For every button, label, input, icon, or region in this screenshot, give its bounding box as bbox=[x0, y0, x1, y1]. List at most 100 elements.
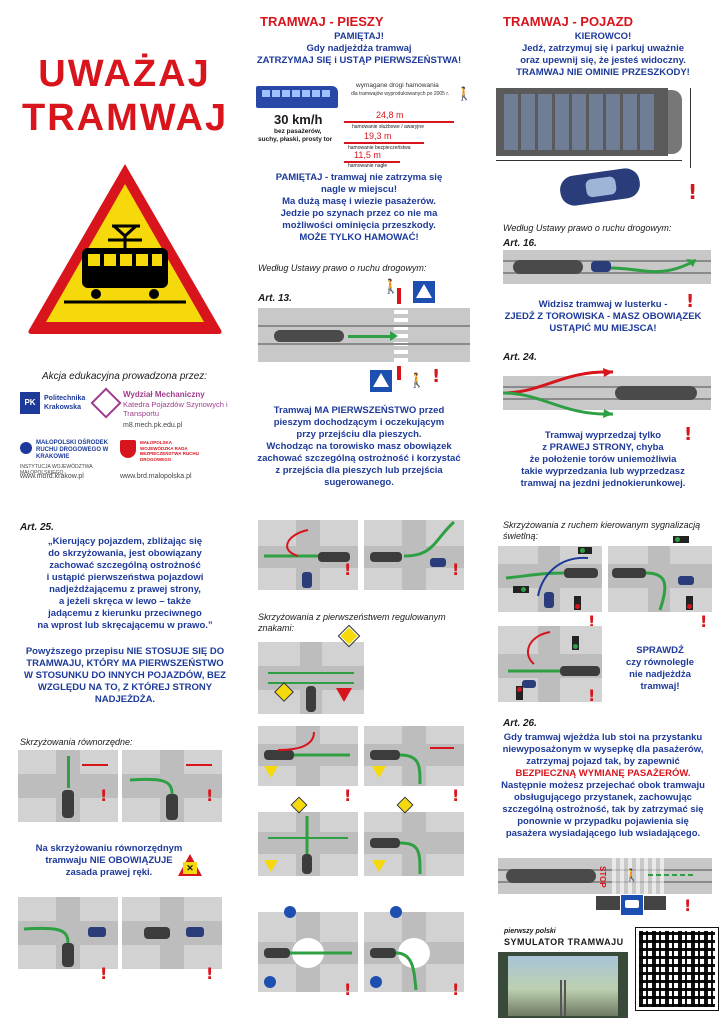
wm-line-1: Wydział Mechaniczny bbox=[123, 390, 205, 399]
art13-line: sugerowanego. bbox=[324, 477, 394, 488]
intersection-tile bbox=[122, 897, 222, 969]
art13-line: Wchodząc na torowisko masz obowiązek bbox=[266, 441, 452, 452]
traffic-light-icon bbox=[516, 686, 523, 700]
green-arrow-icon bbox=[348, 335, 390, 338]
brake-note-2: dla tramwajów wyprodukowanych po 2005 r. bbox=[351, 91, 450, 97]
pk-logo-icon: PK bbox=[20, 392, 40, 414]
yield-sign-icon bbox=[372, 860, 386, 872]
remember-line: MOŻE TYLKO HAMOWAĆ! bbox=[299, 232, 419, 243]
vehicle-intro-line: Jedź, zatrzymuj się i parkuj uważnie bbox=[521, 43, 685, 54]
warning-exclaim-icon: ! bbox=[700, 612, 708, 631]
yield-sign-icon bbox=[372, 766, 386, 778]
distance-2-label: hamowanie bezpieczeństwa bbox=[348, 145, 411, 151]
art25-quote-line: jadącemu z kierunku przeciwnego bbox=[48, 608, 202, 619]
simulator-line-1: pierwszy polski bbox=[504, 928, 556, 935]
check-note: SPRAWDŹ czy równolegle nie nadjeżdża tra… bbox=[608, 645, 712, 693]
warning-exclaim-icon: ! bbox=[100, 964, 108, 983]
art24-line: Tramwaj wyprzedzaj tylko bbox=[544, 430, 662, 441]
art26-label: Art. 26. bbox=[503, 718, 537, 729]
art16-diagram bbox=[503, 250, 711, 286]
art13-line: Tramwaj MA PIERWSZEŃSTWO przed bbox=[273, 405, 445, 416]
distance-1: 24,8 m bbox=[376, 110, 404, 120]
vehicle-intro-line: KIEROWCO! bbox=[574, 31, 632, 42]
signal-intersection-tile bbox=[498, 626, 602, 702]
art25-label: Art. 25. bbox=[20, 522, 54, 533]
art16-text: Widzisz tramwaj w lusterku - ZJEDŹ Z TOR… bbox=[492, 299, 714, 335]
traffic-light-icon bbox=[572, 636, 579, 650]
wm-line-2: Katedra Pojazdów Szynowych i Transportu bbox=[123, 400, 228, 418]
tram-side-view bbox=[256, 86, 338, 108]
wm-url: m8.mech.pk.edu.pl bbox=[123, 422, 183, 429]
overtake-arrows-icon bbox=[503, 368, 614, 418]
signs-intersections-label: Skrzyżowania z pierwszeństwem regulowany… bbox=[258, 612, 446, 634]
art26-line: niewyposażonym w wysepkę dla pasażerów, bbox=[502, 744, 704, 755]
wrd-name: MAŁOPOLSKA WOJEWÓDZKA RADA BEZPIECZEŃSTW… bbox=[140, 440, 199, 462]
speed-value: 30 km/h bbox=[274, 112, 323, 127]
car-icon bbox=[558, 166, 642, 208]
art26-text: Gdy tramwaj wjeżdża lub stoi na przystan… bbox=[492, 732, 714, 840]
equal-note: Na skrzyżowaniu równorzędnym tramwaju NI… bbox=[14, 843, 204, 879]
art13-line: przy przejściu dla pieszych. bbox=[296, 429, 422, 440]
equal-note-line: zasada prawej ręki. bbox=[65, 867, 153, 878]
warning-exclaim-icon: ! bbox=[452, 786, 460, 805]
warning-exclaim-icon: ! bbox=[344, 786, 352, 805]
art16-line: ZJEDŹ Z TOROWISKA - MASZ OBOWIĄZEK bbox=[504, 311, 702, 322]
signal-intersection-tile bbox=[498, 546, 602, 612]
warning-exclaim-icon: ! bbox=[688, 180, 698, 204]
tram-stop-sign-icon bbox=[620, 894, 644, 916]
warning-exclaim-icon: ! bbox=[344, 980, 352, 999]
pedestrian-icon: 🚶 bbox=[382, 278, 400, 294]
warning-triangle-icon bbox=[28, 164, 222, 334]
remember-line: Ma dużą masę i wiezie pasażerów. bbox=[282, 196, 436, 207]
roundabout-sign-icon bbox=[390, 906, 402, 918]
warning-exclaim-icon: ! bbox=[206, 786, 214, 805]
swerve-arrow-icon bbox=[611, 258, 697, 273]
pk-name: Politechnika Krakowska bbox=[44, 395, 86, 411]
braking-diagram: wymagane drogi hamowania dla tramwajów w… bbox=[256, 80, 472, 170]
art25-quote-line: „Kierujący pojazdem, zbliżając się bbox=[47, 536, 203, 547]
wrd-url: www.brd.malopolska.pl bbox=[120, 473, 192, 480]
art24-line: tramwaj na jezdni jednokierunkowej. bbox=[520, 478, 686, 489]
mord-sub: INSTYTUCJA WOJEWÓDZTWA MAŁOPOLSKIEGO bbox=[20, 464, 93, 476]
simulator-line-2: SYMULATOR TRAMWAJU bbox=[504, 937, 624, 947]
art26-line: zatrzymaj pojazd tak, by zapewnić bbox=[526, 756, 680, 767]
vehicle-header: TRAMWAJ - POJAZD bbox=[503, 14, 633, 29]
speed-sub-1: bez pasażerów, bbox=[274, 128, 322, 135]
tram-top-view bbox=[496, 88, 668, 156]
art24-diagram bbox=[503, 368, 711, 418]
mord-logo-icon bbox=[20, 442, 32, 454]
tram-top-view bbox=[506, 869, 596, 883]
roundabout-tile bbox=[258, 912, 358, 992]
art25-quote-line: i ustąpić pierwszeństwa pojazdowi bbox=[46, 572, 204, 583]
art25-rule-line: Powyższego przepisu NIE STOSUJE SIĘ DO bbox=[25, 646, 225, 657]
pedestrian-icon: 🚶 bbox=[408, 372, 426, 388]
art13-label: Art. 13. bbox=[258, 293, 292, 304]
remember-line: PAMIĘTAJ - tramwaj nie zatrzyma się bbox=[275, 172, 443, 183]
tram-top-view bbox=[274, 330, 344, 342]
logo-pk: PK Politechnika Krakowska bbox=[20, 392, 92, 418]
check-note-line: czy równolegle bbox=[625, 657, 695, 668]
simulator-banner: pierwszy polski SYMULATOR TRAMWAJU bbox=[498, 928, 628, 1018]
traffic-light-icon bbox=[574, 596, 581, 610]
warning-exclaim-icon: ! bbox=[344, 560, 352, 579]
warning-exclaim-icon: ! bbox=[452, 980, 460, 999]
speed-sub-2: suchy, płaski, prosty tor bbox=[258, 136, 333, 143]
vehicle-intro-line: oraz upewnij się, że jesteś widoczny. bbox=[520, 55, 686, 66]
art25-quote-line: do skrzyżowania, jest obowiązany bbox=[48, 548, 202, 559]
art13-text: Tramwaj MA PIERWSZEŃSTWO przed pieszym d… bbox=[248, 405, 470, 489]
art25-quote-line: zachować szczególną ostrożność bbox=[49, 560, 201, 571]
art25-quote-line: a jeżeli skręca w lewo – także bbox=[58, 596, 192, 607]
art24-text: Tramwaj wyprzedzaj tylko z PRAWEJ STRONY… bbox=[492, 430, 714, 490]
priority-sign-icon bbox=[290, 796, 308, 814]
crossing-sign-icon bbox=[370, 370, 392, 392]
mord-url: www.mord.krakow.pl bbox=[20, 473, 84, 480]
signs-label-line: znakami: bbox=[258, 623, 295, 633]
intersection-tile bbox=[18, 897, 118, 969]
traffic-light-icon bbox=[673, 536, 689, 543]
equal-note-line: Na skrzyżowaniu równorzędnym bbox=[35, 843, 183, 854]
art13-diagram: 🚶 🚶 ! bbox=[258, 278, 470, 398]
lights-label-line: Skrzyżowania z ruchem kierowanym sygnali… bbox=[503, 520, 701, 530]
remember-line: Jedzie po szynach przez co nie ma bbox=[280, 208, 438, 219]
traffic-light-icon bbox=[686, 596, 693, 610]
intersection-tile bbox=[18, 750, 118, 822]
